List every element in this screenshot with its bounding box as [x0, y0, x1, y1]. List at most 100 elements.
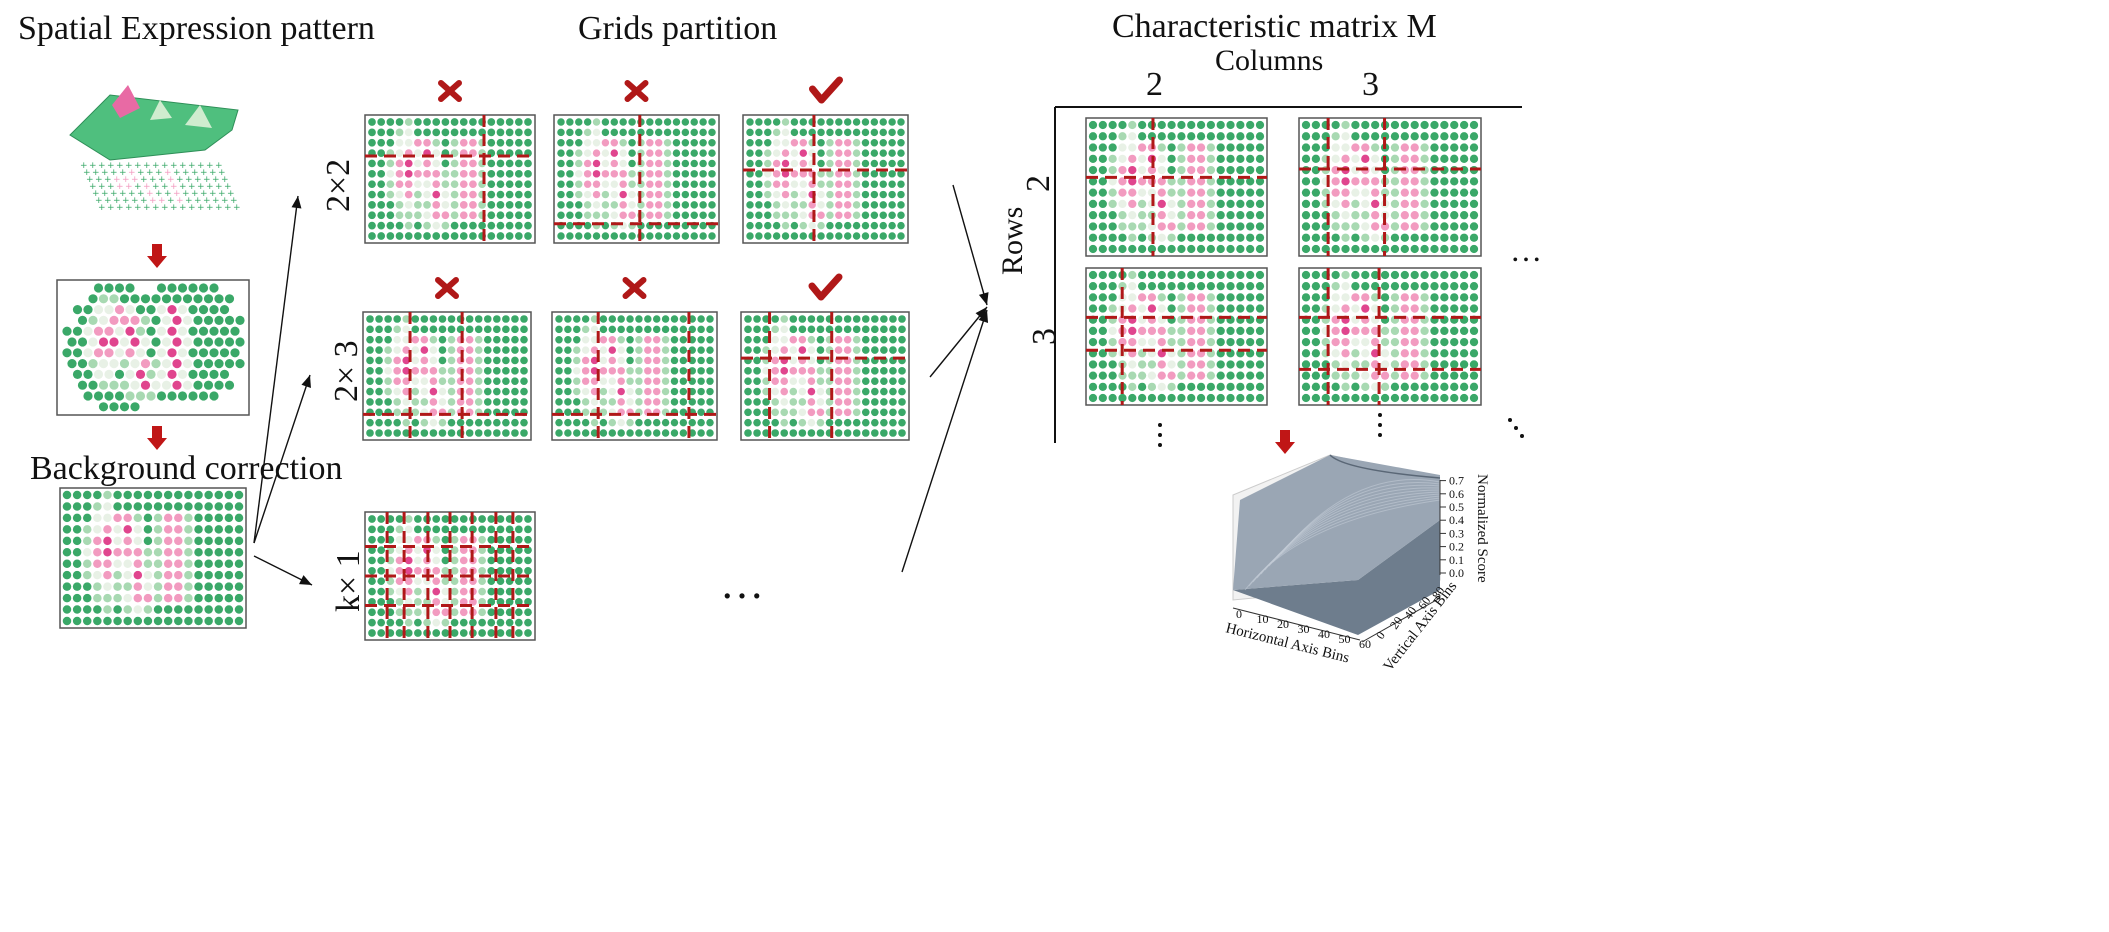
svg-text:+: + — [128, 189, 136, 199]
svg-text:+: + — [176, 196, 184, 206]
svg-text:+: + — [98, 161, 106, 171]
svg-text:+: + — [125, 182, 133, 192]
terrain-3d-illustration: ++++++++++++++++++++++++++++++++++++++++… — [69, 85, 241, 213]
svg-text:+: + — [125, 161, 133, 171]
svg-text:+: + — [116, 203, 124, 213]
background-correction-label: Background correction — [30, 450, 343, 487]
matrix-cell-3-2 — [1085, 267, 1268, 406]
svg-text:+: + — [155, 168, 163, 178]
z-tick-label: 0.3 — [1449, 526, 1464, 540]
z-tick-label: 0.4 — [1449, 513, 1464, 527]
svg-text:+: + — [152, 161, 160, 171]
svg-text:+: + — [152, 203, 160, 213]
svg-text:+: + — [224, 182, 232, 192]
svg-text:+: + — [122, 175, 130, 185]
svg-text:+: + — [212, 196, 220, 206]
x-tick-label: 40 — [1318, 627, 1330, 641]
svg-text:+: + — [86, 175, 94, 185]
down-arrow-2 — [147, 426, 167, 450]
svg-text:+: + — [164, 168, 172, 178]
matrix-cell-2-3 — [1298, 117, 1482, 257]
matrix-vdots-1 — [1158, 423, 1162, 447]
section-title-spatial: Spatial Expression pattern — [18, 10, 375, 47]
svg-text:+: + — [200, 189, 208, 199]
x-tick-label: 60 — [1359, 637, 1371, 651]
matrix-cell-2-2 — [1085, 117, 1268, 257]
verdict-cross-r2-c2 — [622, 277, 647, 299]
svg-text:+: + — [134, 182, 142, 192]
verdict-check-r1-c3 — [809, 76, 843, 104]
svg-text:+: + — [203, 175, 211, 185]
z-tick-label: 0.5 — [1449, 500, 1464, 514]
svg-text:+: + — [233, 203, 241, 213]
y-tick-label: 0 — [1373, 629, 1388, 642]
arrow-to-2x3 — [253, 374, 311, 544]
svg-text:+: + — [149, 175, 157, 185]
svg-text:+: + — [182, 189, 190, 199]
svg-text:+: + — [176, 175, 184, 185]
svg-text:+: + — [137, 189, 145, 199]
svg-text:+: + — [224, 203, 232, 213]
matrix-col-3: 3 — [1362, 66, 1379, 103]
grid-panel-r2-c2 — [551, 311, 718, 441]
svg-text:+: + — [119, 189, 127, 199]
grid-panel-r2-c3 — [740, 311, 910, 441]
svg-text:+: + — [209, 189, 217, 199]
svg-text:+: + — [167, 196, 175, 206]
svg-text:+: + — [125, 203, 133, 213]
svg-text:+: + — [167, 175, 175, 185]
arrow-to-matrix-1 — [952, 184, 989, 306]
svg-text:+: + — [113, 175, 121, 185]
svg-text:+: + — [131, 175, 139, 185]
svg-text:+: + — [206, 182, 214, 192]
arrow-to-matrix-3 — [901, 309, 989, 573]
arrow-to-2x2 — [253, 195, 302, 544]
background-corrected-panel — [59, 487, 247, 629]
svg-text:+: + — [143, 161, 151, 171]
svg-text:+: + — [215, 161, 223, 171]
svg-text:+: + — [140, 175, 148, 185]
svg-text:+: + — [206, 203, 214, 213]
section-title-grids: Grids partition — [578, 10, 778, 47]
svg-text:+: + — [119, 168, 127, 178]
svg-text:+: + — [101, 189, 109, 199]
down-arrow-3d — [1275, 430, 1295, 454]
svg-text:+: + — [200, 168, 208, 178]
svg-text:+: + — [191, 168, 199, 178]
svg-text:+: + — [194, 196, 202, 206]
svg-text:+: + — [158, 196, 166, 206]
arrow-to-matrix-2 — [929, 306, 988, 378]
z-tick-label: 0.0 — [1449, 566, 1464, 580]
svg-text:+: + — [131, 196, 139, 206]
grid-panel-r1-c2 — [553, 114, 720, 244]
svg-text:+: + — [188, 182, 196, 192]
svg-text:+: + — [143, 182, 151, 192]
matrix-vdots-2 — [1378, 413, 1382, 437]
svg-text:+: + — [197, 203, 205, 213]
x-tick-label: 20 — [1277, 617, 1289, 631]
x-tick-label: 30 — [1298, 622, 1310, 636]
svg-text:+: + — [221, 196, 229, 206]
svg-text:+: + — [209, 168, 217, 178]
matrix-cell-3-3 — [1298, 267, 1482, 406]
svg-text:+: + — [185, 196, 193, 206]
svg-text:+: + — [164, 189, 172, 199]
svg-text:+: + — [203, 196, 211, 206]
verdict-cross-r1-c1 — [438, 80, 462, 102]
matrix-diag-dots — [1508, 418, 1524, 438]
svg-text:+: + — [161, 182, 169, 192]
svg-text:+: + — [143, 203, 151, 213]
svg-text:+: + — [104, 196, 112, 206]
svg-text:+: + — [212, 175, 220, 185]
svg-text:+: + — [206, 161, 214, 171]
svg-text:+: + — [95, 196, 103, 206]
svg-text:+: + — [89, 161, 97, 171]
svg-text:+: + — [230, 196, 238, 206]
svg-text:+: + — [170, 161, 178, 171]
svg-text:+: + — [179, 182, 187, 192]
grids-ellipsis: … — [720, 559, 764, 608]
svg-text:+: + — [116, 182, 124, 192]
matrix-col-2: 2 — [1146, 66, 1163, 103]
